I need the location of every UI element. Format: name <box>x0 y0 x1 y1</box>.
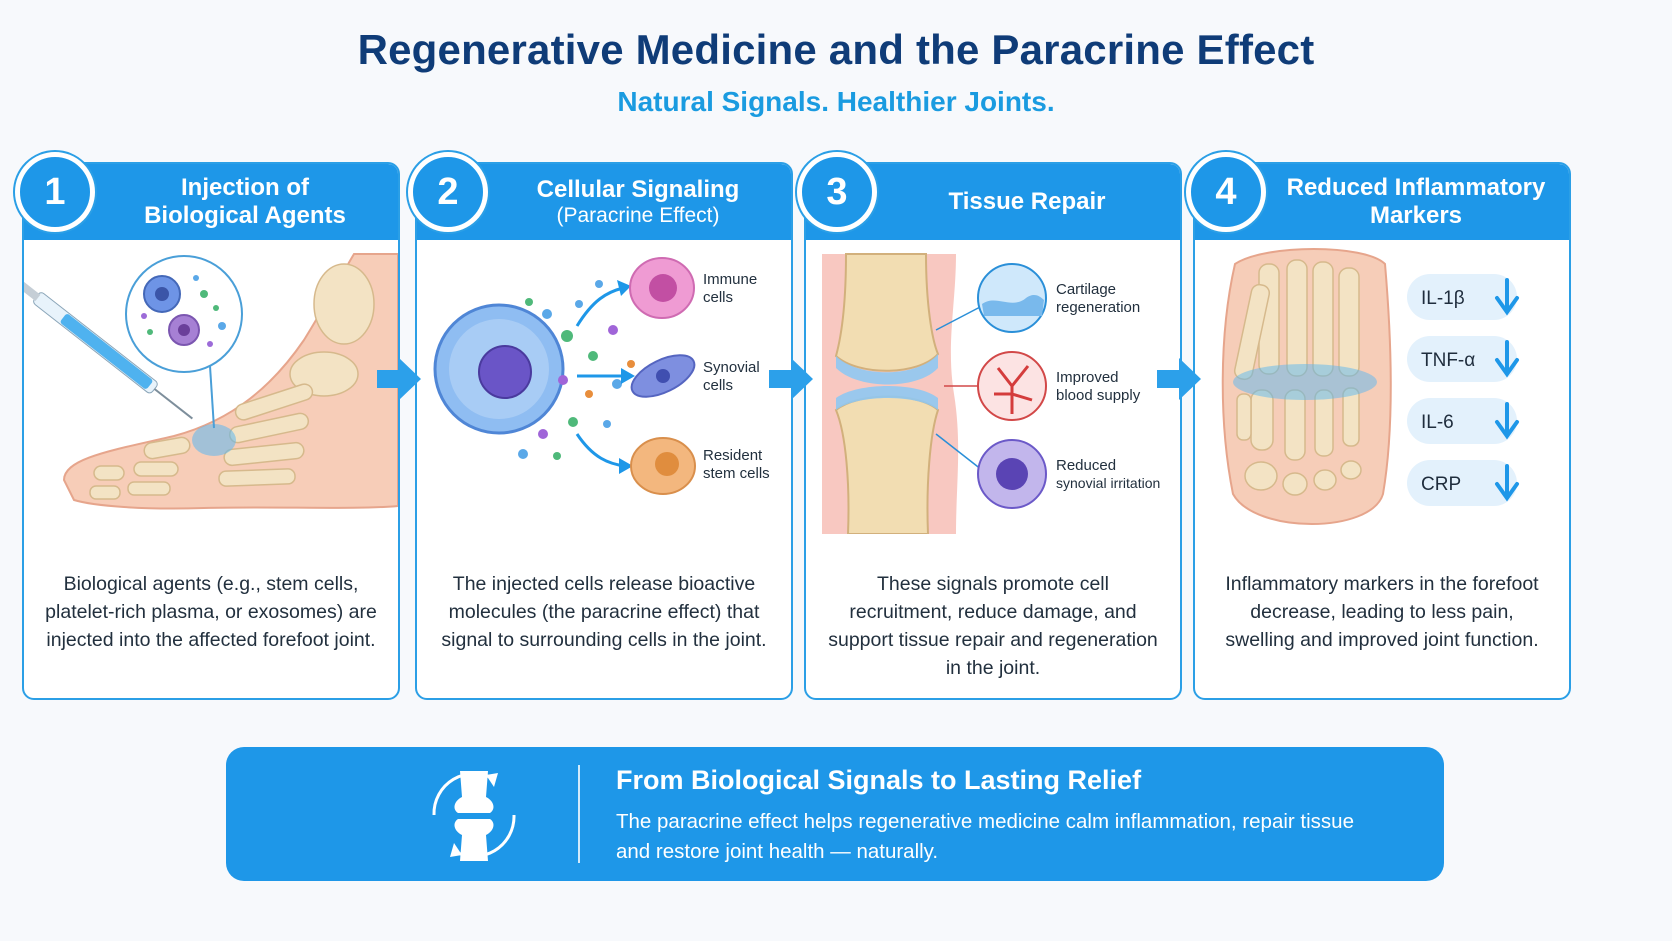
summary-title: From Biological Signals to Lasting Relie… <box>616 765 1142 795</box>
step-1-card: Injection of Biological Agents <box>22 162 400 700</box>
immune-cells-label: Immune <box>703 271 757 288</box>
marker-pill <box>1407 336 1517 382</box>
signal-arrows <box>575 286 627 468</box>
synovial-irritation-label: Reduced <box>1056 457 1116 474</box>
resident-stem-cells-label: Resident <box>703 447 763 464</box>
foot-injection-illustration <box>24 253 398 510</box>
step-1-description: Biological agents (e.g., stem cells, pla… <box>45 573 377 651</box>
summary-divider <box>578 765 580 863</box>
step-1-badge: 1 <box>15 152 95 232</box>
step-3-title: Tissue Repair <box>948 188 1106 215</box>
page-title: Regenerative Medicine and the Paracrine … <box>357 26 1315 73</box>
synovial-irritation-label-line2: synovial irritation <box>1056 475 1160 491</box>
marker-label: TNF-α <box>1421 350 1475 371</box>
step-4-title-line2: Markers <box>1369 202 1463 229</box>
step-4-description: Inflammatory markers in the forefoot dec… <box>1225 573 1539 651</box>
blood-supply-label: Improved <box>1056 369 1119 386</box>
reduced-inflammation-glow <box>1233 364 1377 400</box>
decrease-arrow-icon <box>1495 464 1519 502</box>
step-1-title-line2: Biological Agents <box>144 202 346 229</box>
synovial-cells-label-line2: cells <box>703 377 733 394</box>
step-1-title: Injection of <box>181 174 309 201</box>
resident-stem-cells-label-line2: stem cells <box>703 465 770 482</box>
marker-pill <box>1407 274 1517 320</box>
flow-arrow-icon <box>769 358 813 400</box>
tissue-repair-illustration: Cartilage regeneration Improved blood su… <box>822 253 1160 534</box>
bioactive-particles <box>141 275 226 347</box>
forefoot-bones <box>1233 259 1362 496</box>
decrease-arrow-icon <box>1495 278 1519 316</box>
immune-cells-label-line2: cells <box>703 289 733 306</box>
signal-molecules <box>518 280 635 460</box>
step-4-title: Reduced Inflammatory <box>1286 174 1546 201</box>
flow-arrow-icon <box>1157 358 1201 400</box>
step-3-card: Tissue Repair Cartilage regeneration Imp… <box>804 162 1182 700</box>
step-2-badge: 2 <box>408 152 488 232</box>
marker-label: CRP <box>1421 474 1461 495</box>
marker-label: IL-6 <box>1421 412 1454 433</box>
step-2-description: The injected cells release bioactive mol… <box>441 573 767 651</box>
page-subtitle: Natural Signals. Healthier Joints. <box>617 86 1055 117</box>
cell-nucleus <box>478 345 532 399</box>
step-2-title: Cellular Signaling <box>536 176 740 203</box>
cartilage-regeneration-label-line2: regeneration <box>1056 299 1140 316</box>
step-3-description: These signals promote cell recruitment, … <box>828 573 1158 679</box>
marker-pill <box>1407 398 1517 444</box>
decrease-arrow-icon <box>1495 340 1519 378</box>
marker-pill <box>1407 460 1517 506</box>
cartilage-layer <box>836 354 938 385</box>
injection-site-glow <box>192 424 236 456</box>
joint-renewal-icon <box>432 771 516 861</box>
step-2-subtitle: (Paracrine Effect) <box>556 204 720 227</box>
summary-banner: From Biological Signals to Lasting Relie… <box>226 747 1444 881</box>
lower-bone <box>834 395 940 534</box>
cartilage-regeneration-label: Cartilage <box>1056 281 1116 298</box>
synovial-cells-label: Synovial <box>703 359 760 376</box>
syringe-icon <box>24 277 193 420</box>
decrease-arrow-icon <box>1495 402 1519 440</box>
foot-bones <box>89 263 375 500</box>
blood-supply-label-line2: blood supply <box>1056 387 1141 404</box>
step-2-card: Cellular Signaling (Paracrine Effect) <box>415 162 793 700</box>
marker-label: IL-1β <box>1421 288 1465 309</box>
flow-arrow-icon <box>377 358 421 400</box>
paracrine-signaling-illustration: Immune cells Synovial cells Resident ste… <box>433 257 770 495</box>
summary-body: The paracrine effect helps regenerative … <box>616 810 1354 863</box>
upper-bone <box>834 253 940 372</box>
step-4-badge: 4 <box>1186 152 1266 232</box>
step-3-badge: 3 <box>797 152 877 232</box>
